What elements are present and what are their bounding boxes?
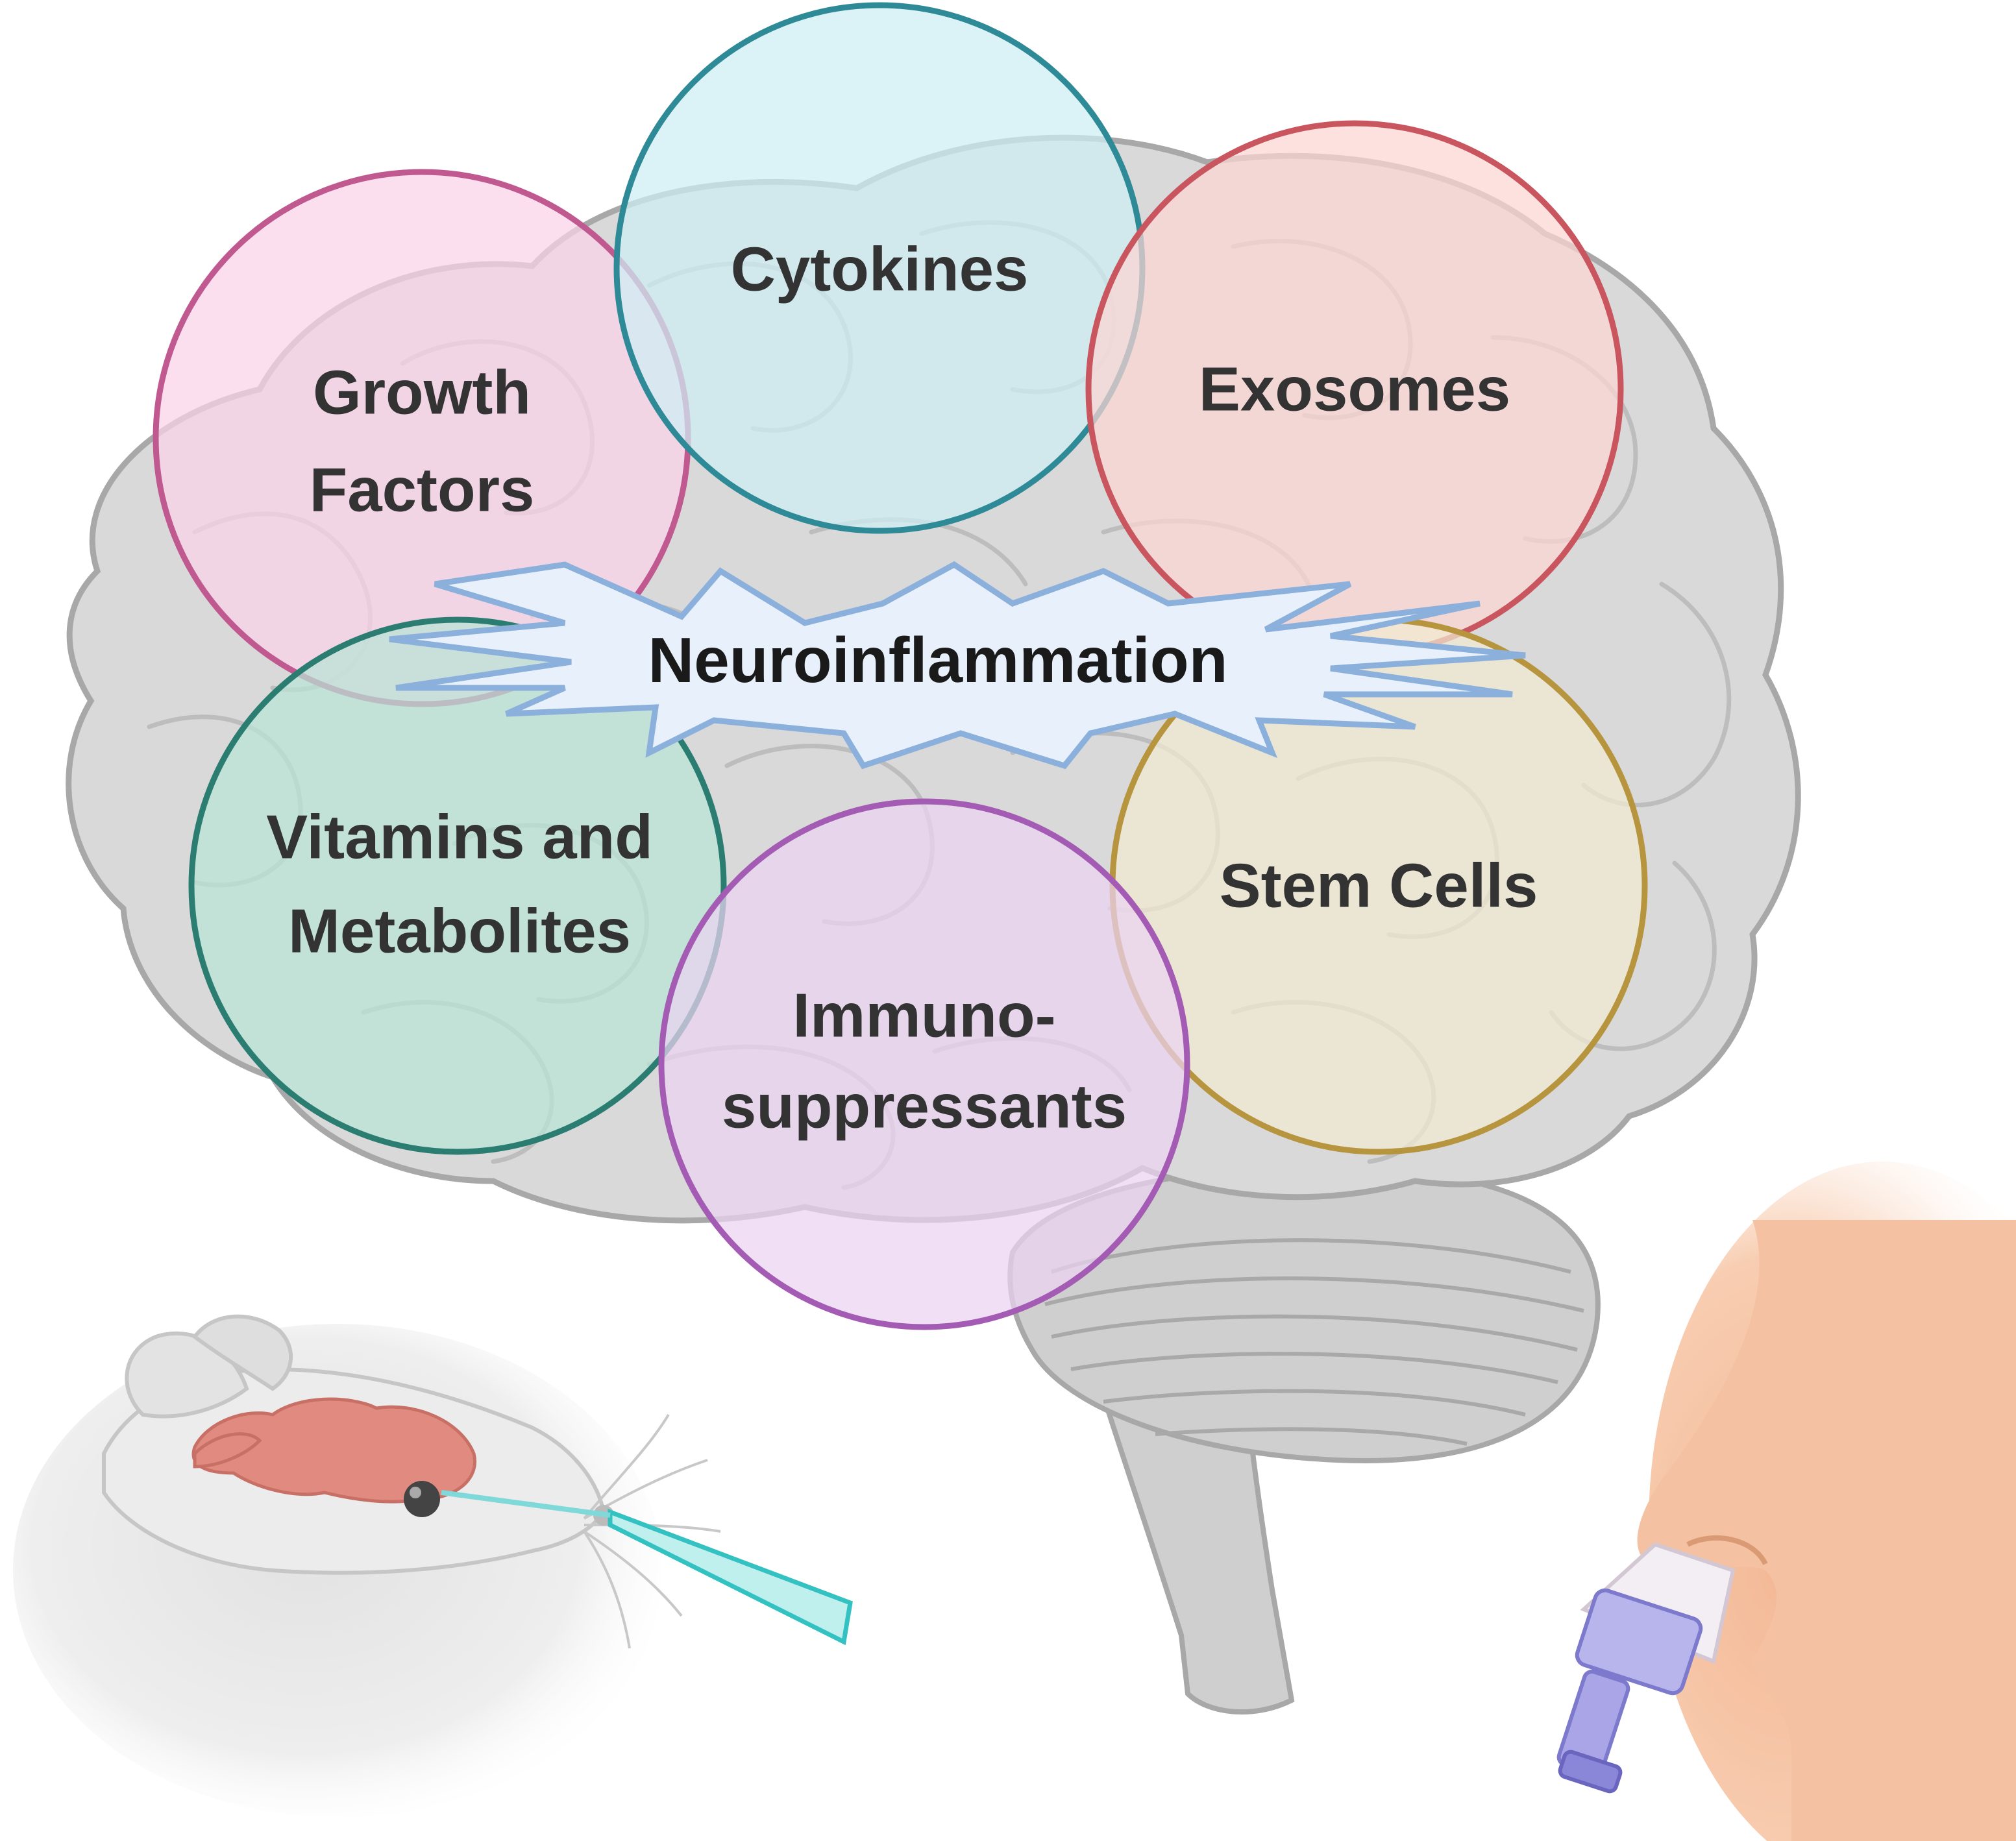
nose-profile <box>1637 1220 2016 1841</box>
mouse-icon <box>13 1314 721 1817</box>
node-label-line: Metabolites <box>288 897 631 966</box>
node-cytokines: Cytokines <box>613 2 1146 534</box>
node-circle <box>188 616 727 1155</box>
nostril <box>1686 1535 1768 1565</box>
node-vitamins-metabolites: Vitamins and Metabolites <box>188 616 727 1155</box>
center-label: Neuroinflammation <box>648 624 1228 696</box>
pipette-beam <box>441 1490 611 1518</box>
mouse-brain <box>191 1397 476 1504</box>
node-circle <box>658 798 1190 1330</box>
node-label-line: Exosomes <box>1199 355 1510 424</box>
node-label-line: Growth <box>313 358 531 428</box>
nasal-spray-icon <box>1556 1542 1736 1794</box>
mouse-eye-highlight <box>410 1487 421 1498</box>
node-label-line: Cytokines <box>731 235 1029 304</box>
node-immunosuppressants: Immuno- suppressants <box>658 798 1190 1330</box>
nasal-device-cap <box>1558 1750 1623 1794</box>
node-label-line: Immuno- <box>793 981 1055 1051</box>
pipette-tip <box>608 1508 853 1646</box>
cerebellum-folds <box>1044 1238 1584 1446</box>
node-exosomes: Exosomes <box>1085 120 1624 659</box>
nose-icon <box>1637 1162 2016 1841</box>
mouse-ear-back <box>191 1314 293 1391</box>
node-label-line: Factors <box>310 456 535 525</box>
node-label-line: suppressants <box>722 1072 1127 1141</box>
nasal-device-body <box>1575 1588 1703 1696</box>
pipette-icon <box>441 1490 853 1646</box>
mouse-olfactory-bulb <box>193 1432 262 1469</box>
node-label-line: Stem Cells <box>1220 851 1538 921</box>
starburst-shape <box>389 561 1526 770</box>
mouse-eye <box>404 1481 440 1517</box>
node-label-line: Vitamins and <box>266 803 653 872</box>
center-starburst: Neuroinflammation <box>389 561 1526 770</box>
